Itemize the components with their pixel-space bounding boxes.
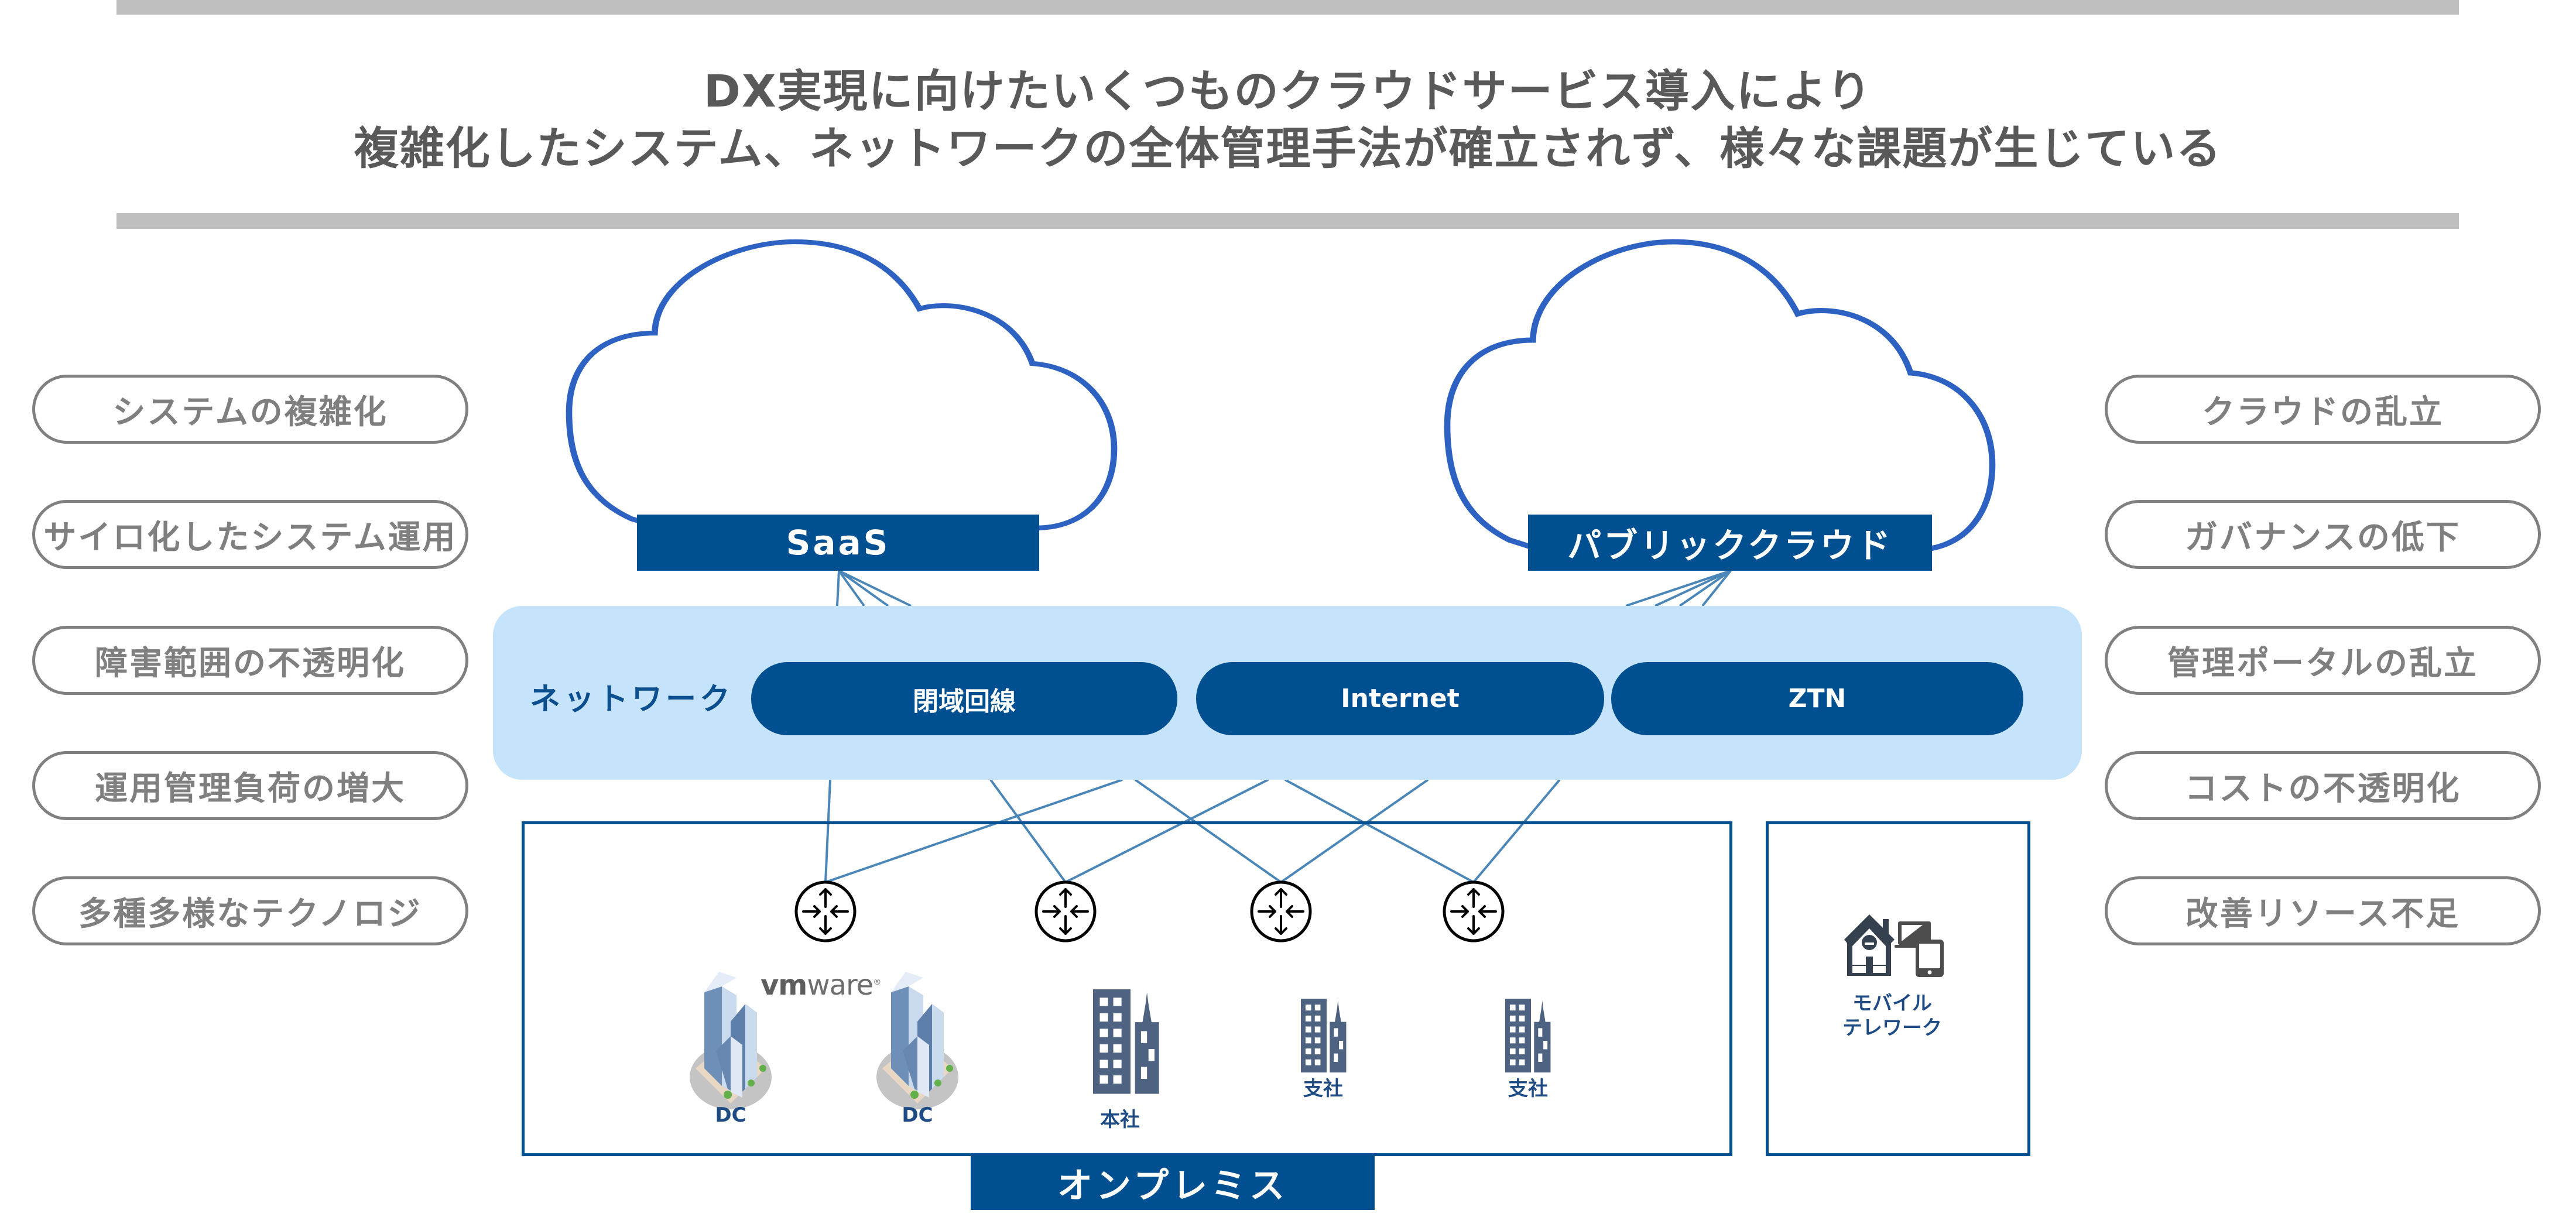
router-connector [1280, 779, 1429, 883]
public-cloud-label: パブリッククラウド [1528, 515, 1932, 571]
issue-left-4: 運用管理負荷の増大 [32, 751, 468, 820]
site-label-dc-2: DC [902, 1103, 933, 1127]
issue-right-5: 改善リソース不足 [2105, 876, 2541, 945]
vmware-logo-suffix: ware [807, 969, 873, 1002]
public-cloud-connector [1678, 570, 1732, 607]
public-cloud-connector [1654, 570, 1731, 607]
vmware-logo: vmware® [761, 969, 881, 1002]
router-connector [1065, 779, 1269, 883]
saas-cloud-icon [569, 242, 1114, 528]
router-connector [989, 779, 1067, 883]
router-connectors [824, 779, 1561, 883]
mobile-label-line-2: テレワーク [1842, 1016, 1942, 1040]
issue-left-1: システムの複雑化 [32, 375, 468, 444]
router-connector [825, 779, 1123, 883]
home-laptop-phone-icon [1844, 914, 1944, 977]
router-connector [1472, 779, 1561, 883]
issue-left-5: 多種多様なテクノロジ [32, 876, 468, 945]
onpremise-box [522, 821, 1732, 1156]
saas-connector [838, 570, 889, 607]
network-label: ネットワーク [530, 682, 734, 717]
router-connector [1134, 779, 1282, 883]
site-label-branch-1: 支社 [1303, 1077, 1343, 1101]
cloud-connectors [836, 570, 1732, 607]
site-label-branch-2: 支社 [1508, 1077, 1548, 1101]
issue-left-3: 障害範囲の不透明化 [32, 626, 468, 695]
public-cloud-connector [1701, 570, 1732, 607]
onpremise-label: オンプレミス [971, 1156, 1375, 1210]
mobile-box [1766, 821, 2030, 1156]
saas-label: SaaS [637, 515, 1039, 571]
public-cloud-icon [1447, 242, 1992, 550]
issue-right-1: クラウドの乱立 [2105, 375, 2541, 444]
saas-connector [836, 570, 840, 606]
site-label-hq: 本社 [1100, 1108, 1140, 1132]
vmware-logo-prefix: vm [761, 969, 807, 1002]
issue-right-3: 管理ポータルの乱立 [2105, 626, 2541, 695]
mobile-telework-label: モバイル テレワーク [1834, 991, 1951, 1040]
issue-left-2: サイロ化したシステム運用 [32, 500, 468, 569]
saas-connector [838, 570, 912, 607]
top-divider [117, 0, 2459, 15]
issue-right-2: ガバナンスの低下 [2105, 500, 2541, 569]
bottom-divider [117, 213, 2459, 229]
public-cloud-connector [1625, 570, 1731, 607]
network-option-internet[interactable]: Internet [1196, 662, 1604, 735]
network-option-closed-line[interactable]: 閉域回線 [751, 662, 1177, 735]
title-line-2: 複雑化したシステム、ネットワークの全体管理手法が確立されず、様々な課題が生じてい… [354, 122, 2222, 174]
saas-connector [838, 570, 865, 607]
title-line-1: DX実現に向けたいくつものクラウドサービス導入により [703, 65, 1873, 117]
network-option-ztn[interactable]: ZTN [1611, 662, 2023, 735]
router-connector [1284, 779, 1474, 883]
site-label-dc-1: DC [715, 1103, 746, 1127]
issue-right-4: コストの不透明化 [2105, 751, 2541, 820]
router-connector [824, 779, 831, 883]
mobile-label-line-1: モバイル [1852, 992, 1932, 1015]
